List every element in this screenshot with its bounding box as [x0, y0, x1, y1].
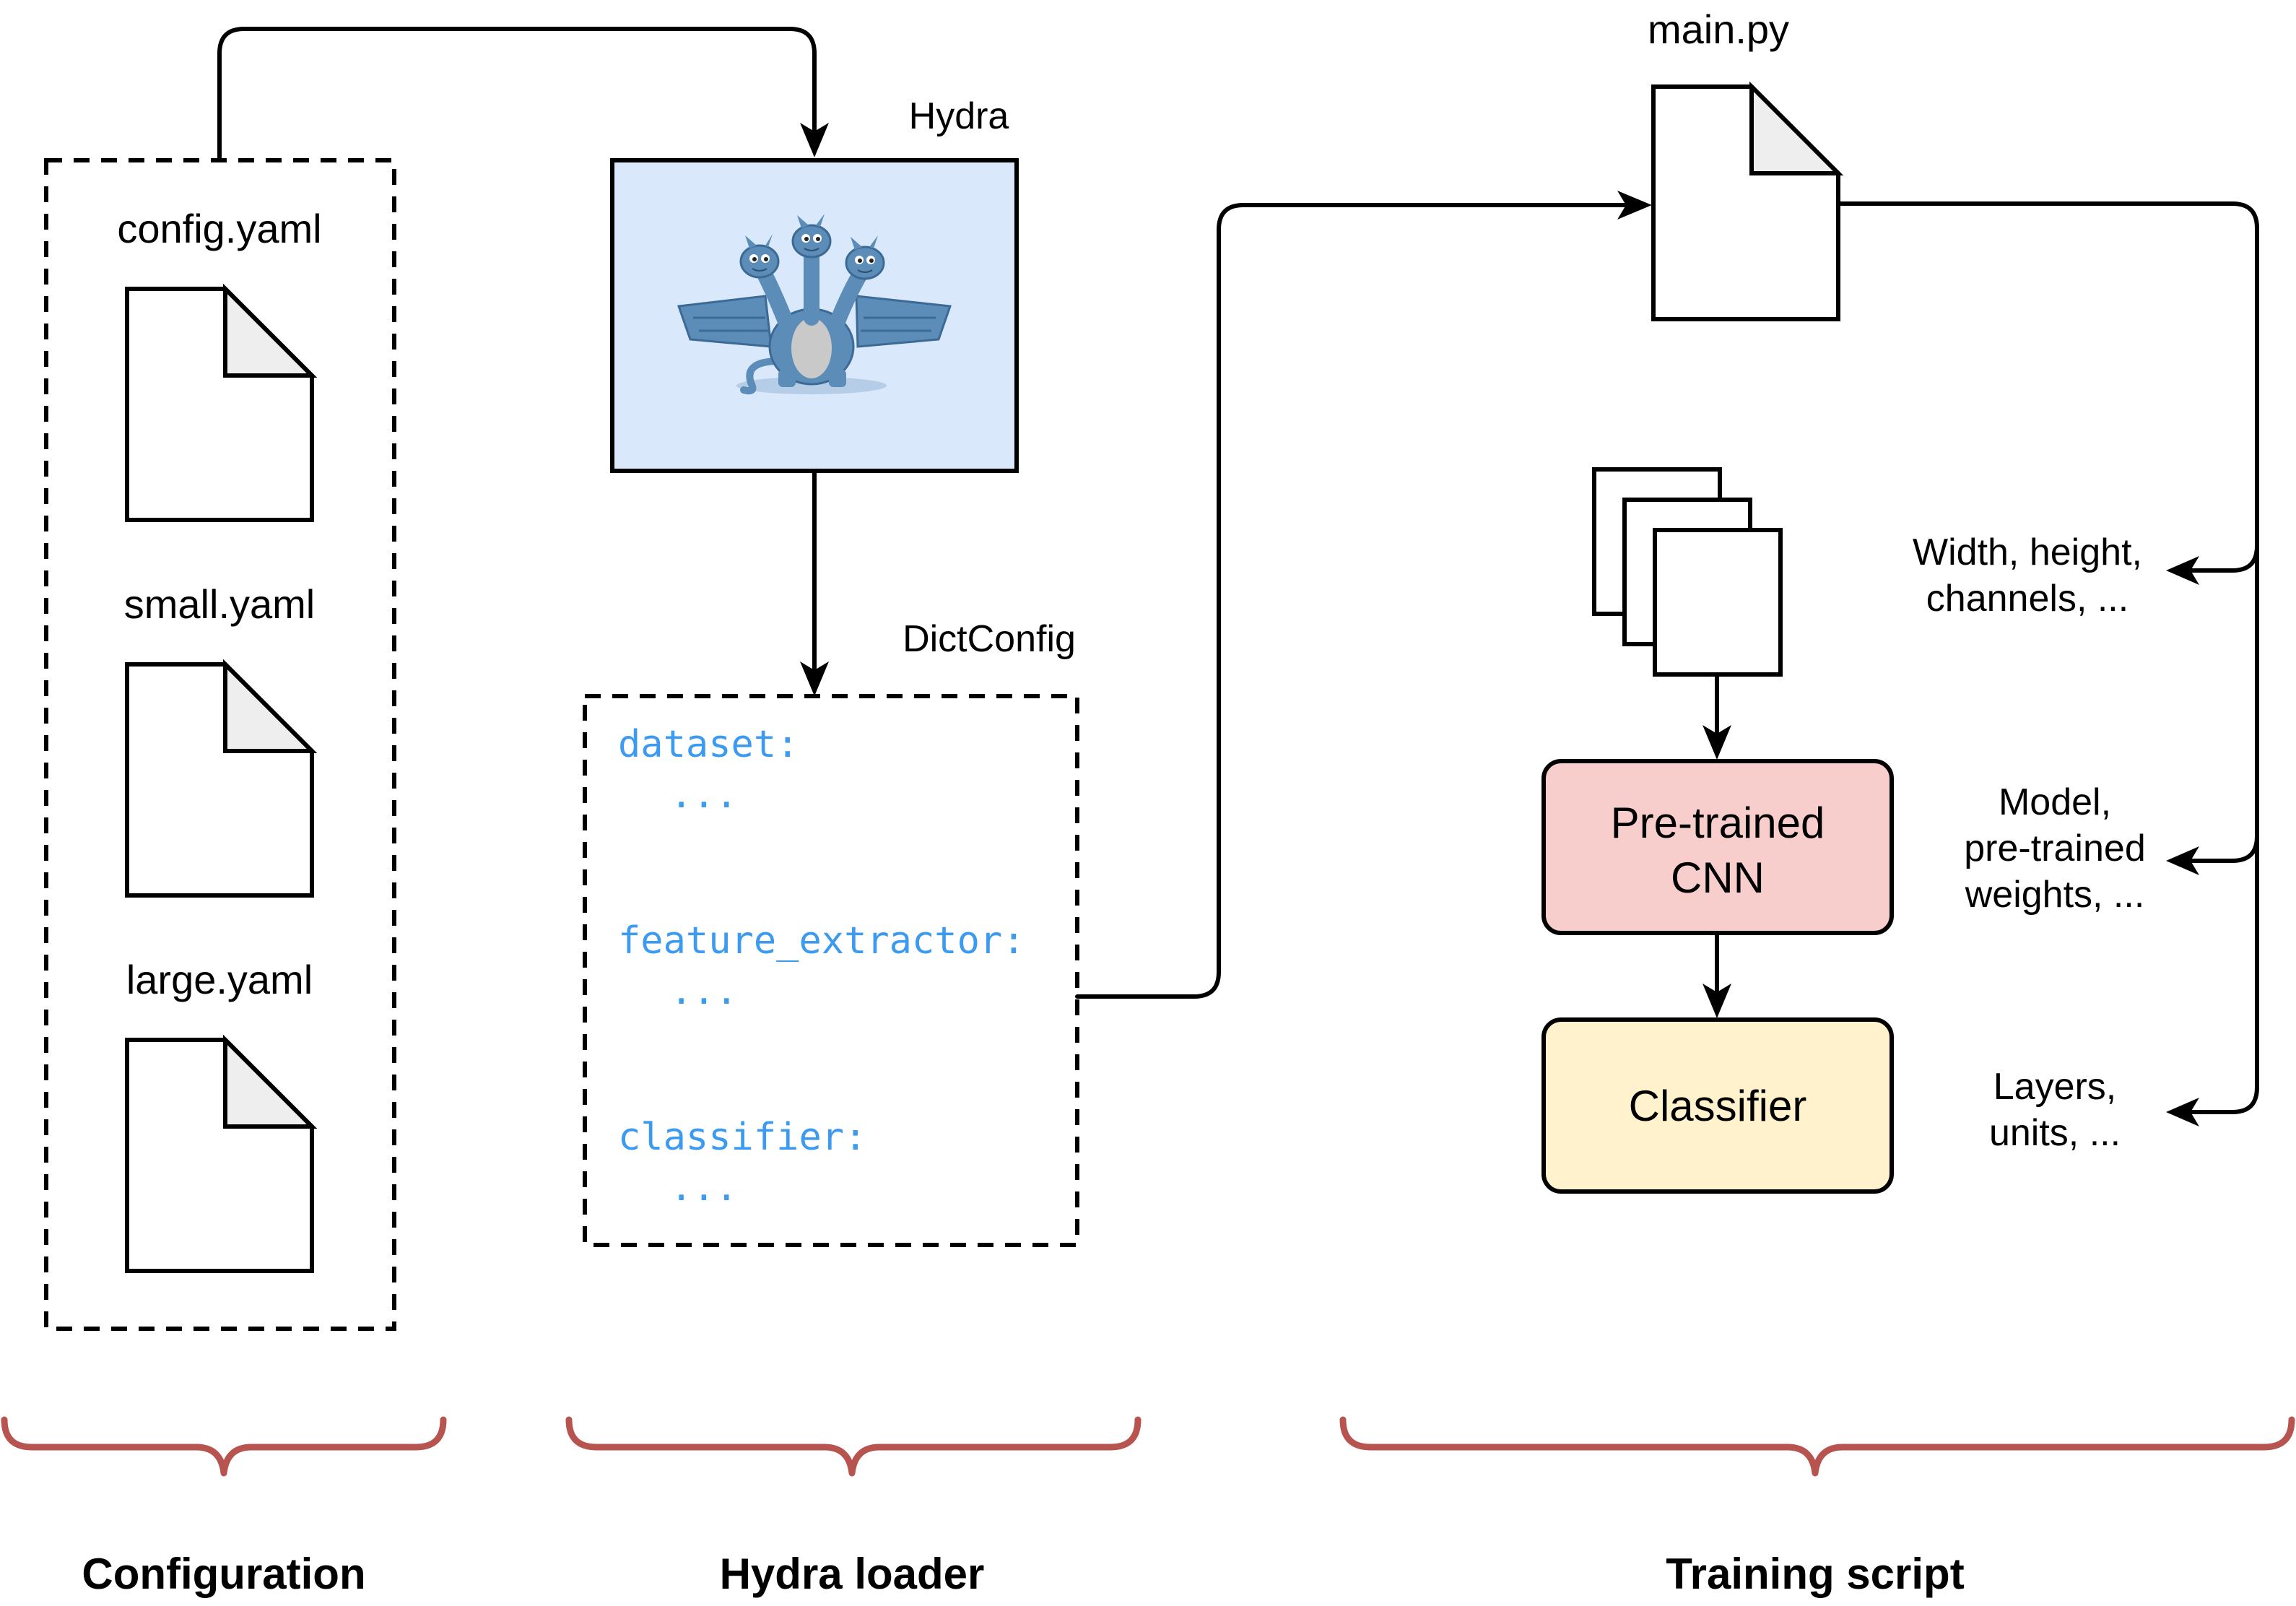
- svg-text:units, ...: units, ...: [1989, 1112, 2121, 1154]
- small-file-icon: [125, 659, 318, 898]
- param-label-classifier: Layers, units, ...: [1989, 1066, 2121, 1154]
- param-branch-model: [2181, 834, 2259, 863]
- training-script-brace: [1339, 1416, 2295, 1477]
- cnn-to-classifier-arrowhead: [1703, 984, 1731, 1018]
- config-to-hydra-arrowhead: [800, 123, 829, 157]
- configuration-brace: [1, 1416, 447, 1477]
- dictconfig-title: DictConfig: [903, 618, 1076, 660]
- param-label-model: Model, pre-trained weights, ...: [1964, 781, 2145, 916]
- config-file-label: config.yaml: [117, 206, 321, 251]
- dictconfig-key-classifier: classifier:: [618, 1116, 866, 1159]
- main-script-file-icon: [1651, 81, 1844, 321]
- param-branch-image: [2181, 544, 2259, 573]
- pretrained-cnn-block: [1541, 759, 1894, 935]
- large-file-icon: [125, 1034, 318, 1273]
- param-branch-image-arrowhead: [2166, 556, 2199, 585]
- small-file-label: small.yaml: [124, 581, 315, 627]
- config-to-hydra-arrow: [217, 27, 817, 162]
- dictconfig-ellipsis-feature-extractor: ...: [670, 970, 738, 1013]
- hydra-to-dictconfig-arrowhead: [800, 661, 829, 696]
- svg-text:weights, ...: weights, ...: [1965, 874, 2145, 916]
- large-file-label: large.yaml: [126, 957, 313, 1002]
- config-file-icon: [125, 283, 318, 522]
- param-branch-classifier-arrowhead: [2166, 1098, 2199, 1127]
- section-label-configuration: Configuration: [82, 1550, 365, 1598]
- dictconfig-ellipsis-classifier: ...: [670, 1166, 738, 1210]
- images-to-cnn-arrowhead: [1703, 725, 1731, 760]
- svg-text:pre-trained: pre-trained: [1964, 828, 2145, 869]
- hydra-loader-brace: [565, 1416, 1142, 1477]
- classifier-block: [1541, 1017, 1894, 1194]
- svg-text:Layers,: Layers,: [1993, 1066, 2117, 1108]
- svg-text:Model,: Model,: [1999, 781, 2111, 823]
- dictconfig-to-main-arrowhead: [1617, 191, 1652, 220]
- section-label-training-script: Training script: [1666, 1550, 1964, 1598]
- pretrained-cnn-label-line1: Pre-trained: [1611, 799, 1825, 847]
- svg-text:channels, ...: channels, ...: [1926, 578, 2128, 620]
- dictconfig-key-dataset: dataset:: [618, 723, 799, 766]
- classifier-label: Classifier: [1629, 1082, 1807, 1130]
- param-branch-classifier: [2181, 1085, 2259, 1114]
- param-label-image: Width, height, channels, ...: [1913, 531, 2142, 620]
- dictconfig-box: [583, 694, 1079, 1247]
- main-script-label: main.py: [1648, 6, 1789, 52]
- image-stack-icon: [1592, 467, 1783, 677]
- main-to-params-bus: [1836, 201, 2259, 1090]
- pretrained-cnn-label-line2: CNN: [1671, 854, 1765, 902]
- dictconfig-to-main-arrow: [1075, 203, 1637, 999]
- hydra-mascot-icon: [677, 214, 952, 395]
- dictconfig-key-feature-extractor: feature_extractor:: [618, 919, 1025, 963]
- section-label-hydra-loader: Hydra loader: [720, 1550, 985, 1598]
- dictconfig-ellipsis-dataset: ...: [670, 773, 738, 817]
- hydra-title: Hydra: [909, 95, 1009, 137]
- svg-text:Width, height,: Width, height,: [1913, 531, 2142, 573]
- param-branch-model-arrowhead: [2166, 846, 2199, 875]
